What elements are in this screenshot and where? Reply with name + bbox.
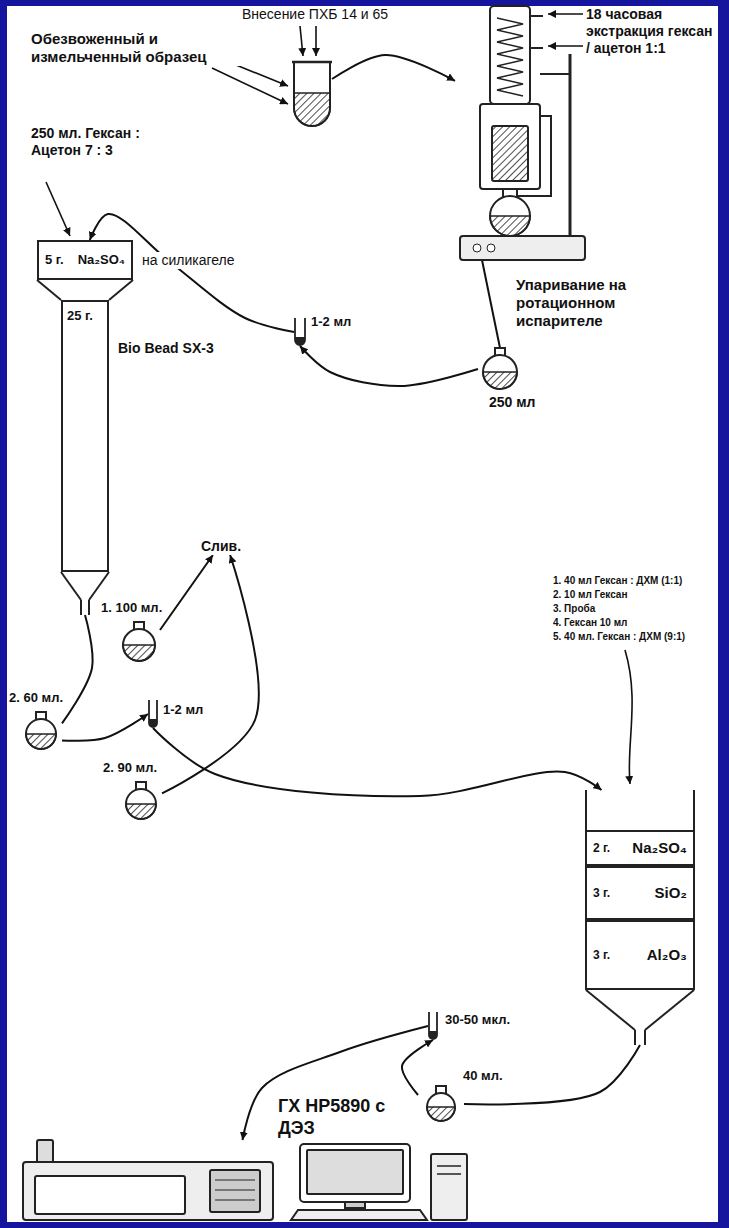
label-text: 25 г. xyxy=(66,308,94,324)
label-text: 3 г. xyxy=(592,948,611,962)
note-label: Внесение ПХБ 14 и 65 xyxy=(240,6,390,23)
label-text: 30-50 мкл. xyxy=(444,1012,511,1028)
label-text: 2 г. xyxy=(592,841,611,855)
fraction-flask: 2. 60 мл. xyxy=(20,712,62,750)
water-arrow xyxy=(548,13,583,15)
fraction-flask-drawing xyxy=(120,782,162,820)
label-text: Al₂O₃ xyxy=(646,946,688,964)
flow-arrow xyxy=(160,555,213,630)
label-text: 4. Гексан 10 мл xyxy=(552,617,714,629)
gas-chromatograph: ГХ HP5890 с ДЭЗ xyxy=(15,1140,470,1222)
vial-drawing xyxy=(294,318,306,346)
vial: 30-50 мкл. xyxy=(428,1012,438,1040)
flow-arrow xyxy=(62,714,148,741)
gpc-column: 250 мл. Гексан : Ацетон 7 : 35 г.Na₂SO₄2… xyxy=(37,240,133,615)
label-text: 18 часовая экстракция гексан / ацетон 1:… xyxy=(585,6,715,56)
label-text: 1. 100 мл. xyxy=(100,600,163,616)
fraction-flask: 1. 100 мл. xyxy=(118,622,160,662)
fraction-flask-drawing xyxy=(20,712,62,750)
leader-arrow xyxy=(46,182,70,236)
soxhlet-apparatus-drawing xyxy=(455,4,590,260)
vial-drawing xyxy=(428,1012,438,1040)
fraction-flask: 2. 90 мл. xyxy=(120,782,162,820)
column-layer: 3 г. Al₂O₃ xyxy=(585,920,695,990)
soxhlet-apparatus: 18 часовая экстракция гексан / ацетон 1:… xyxy=(455,4,590,260)
flow-arrow xyxy=(482,260,500,348)
label-text: 1-2 мл xyxy=(310,314,352,330)
flow-arrow xyxy=(243,1026,429,1140)
column-layer: 3 г. SiO₂ xyxy=(585,866,695,920)
cleanup-column: 1. 40 мл Гексан : ДХМ (1:1)2. 10 мл Гекс… xyxy=(585,790,695,1045)
label-text: 5. 40 мл. Гексан : ДХМ (9:1) xyxy=(552,631,714,643)
leader-arrow xyxy=(300,26,303,56)
label-text: Bio Bead SX-3 xyxy=(117,340,215,357)
column-layer: 25 г.Bio Bead SX-3 xyxy=(61,300,109,572)
eluate-flask: 40 мл. xyxy=(418,1086,464,1122)
flow-arrow xyxy=(402,1040,433,1095)
fraction-flask-drawing xyxy=(118,622,160,662)
vial-drawing xyxy=(148,700,158,728)
label-text: 1. 40 мл Гексан : ДХМ (1:1) xyxy=(552,575,714,587)
evaporator-flask: Упаривание на ротационном испарителе250 … xyxy=(478,348,522,390)
leader-arrow xyxy=(315,26,317,56)
label-text: SiO₂ xyxy=(653,884,688,902)
label-text: Na₂SO₄ xyxy=(631,839,688,857)
label-text: 1-2 мл xyxy=(162,702,204,718)
sample-tube: Обезвоженный и измельченный образец xyxy=(292,58,332,128)
label-text: 3 г. xyxy=(592,886,611,900)
label-text: 5 г. xyxy=(44,252,65,268)
label-text: ГХ HP5890 с ДЭЗ xyxy=(277,1096,397,1139)
eluate-flask-drawing xyxy=(418,1086,464,1122)
flow-arrow xyxy=(62,615,93,723)
label-text: Na₂SO₄ xyxy=(77,252,126,268)
column-layer: 5 г. Na₂SO₄ xyxy=(37,240,133,280)
leader-arrow xyxy=(212,68,288,104)
flow-arrow xyxy=(332,55,455,81)
column-layer: 2 г. Na₂SO₄ xyxy=(585,830,695,866)
label-text: Упаривание на ротационном испарителе xyxy=(515,276,667,330)
label-text: 3. Проба xyxy=(552,603,714,615)
flow-arrow xyxy=(300,346,478,386)
label-text: 2. 90 мл. xyxy=(102,760,158,776)
label-text: 250 мл. Гексан : Ацетон 7 : 3 xyxy=(30,125,157,159)
label-text: Слив. xyxy=(200,538,242,555)
label-text: 2. 10 мл Гексан xyxy=(552,589,714,601)
evaporator-flask-drawing xyxy=(478,348,522,390)
label-text: Обезвоженный и измельченный образец xyxy=(30,30,247,66)
flow-arrow xyxy=(162,555,259,793)
edge-label: на силикагеле xyxy=(140,252,237,269)
vial: 1-2 мл xyxy=(294,318,306,346)
leader-arrow xyxy=(625,650,632,784)
waste-label: Слив. xyxy=(200,538,243,555)
sample-tube-drawing xyxy=(292,58,332,128)
vial: 1-2 мл xyxy=(148,700,158,728)
label-text: 250 мл xyxy=(488,394,537,411)
gas-chromatograph-drawing xyxy=(15,1140,470,1222)
label-text: 40 мл. xyxy=(462,1068,504,1084)
water-arrow xyxy=(548,45,583,47)
label-text: 2. 60 мл. xyxy=(8,690,64,706)
flow-arrow xyxy=(153,728,602,796)
